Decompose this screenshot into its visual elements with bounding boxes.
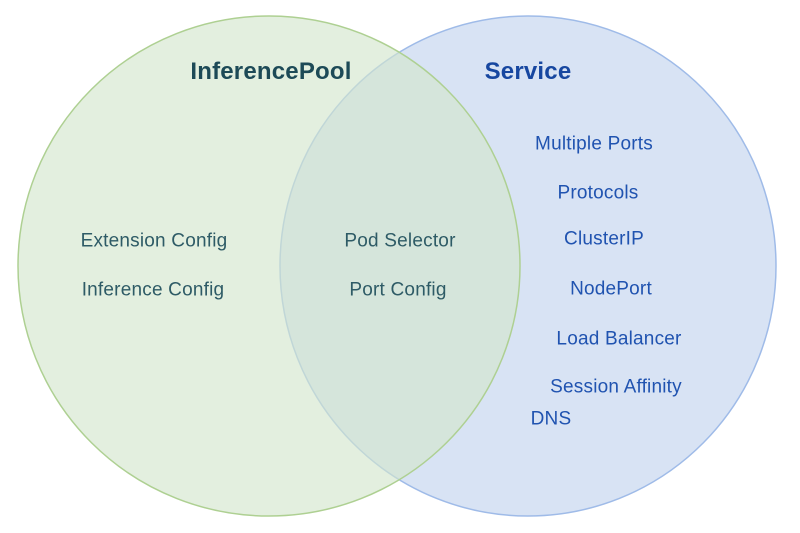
right-item-dns: DNS (530, 408, 572, 430)
left-item-inference-config: Inference Config (81, 279, 225, 301)
right-item-protocols: Protocols (557, 182, 639, 204)
right-item-nodeport: NodePort (570, 278, 652, 300)
right-item-multiple-ports: Multiple Ports (535, 133, 653, 155)
intersection-item-pod-selector: Pod Selector (344, 230, 456, 252)
inferencepool-title: InferencePool (190, 58, 352, 85)
intersection-item-port-config: Port Config (349, 279, 447, 301)
left-item-extension-config: Extension Config (80, 230, 228, 252)
right-item-session-affinity: Session Affinity (550, 376, 682, 398)
inferencepool-circle (17, 15, 521, 517)
service-title: Service (484, 58, 572, 85)
right-item-load-balancer: Load Balancer (556, 328, 682, 350)
right-item-clusterip: ClusterIP (564, 228, 644, 250)
